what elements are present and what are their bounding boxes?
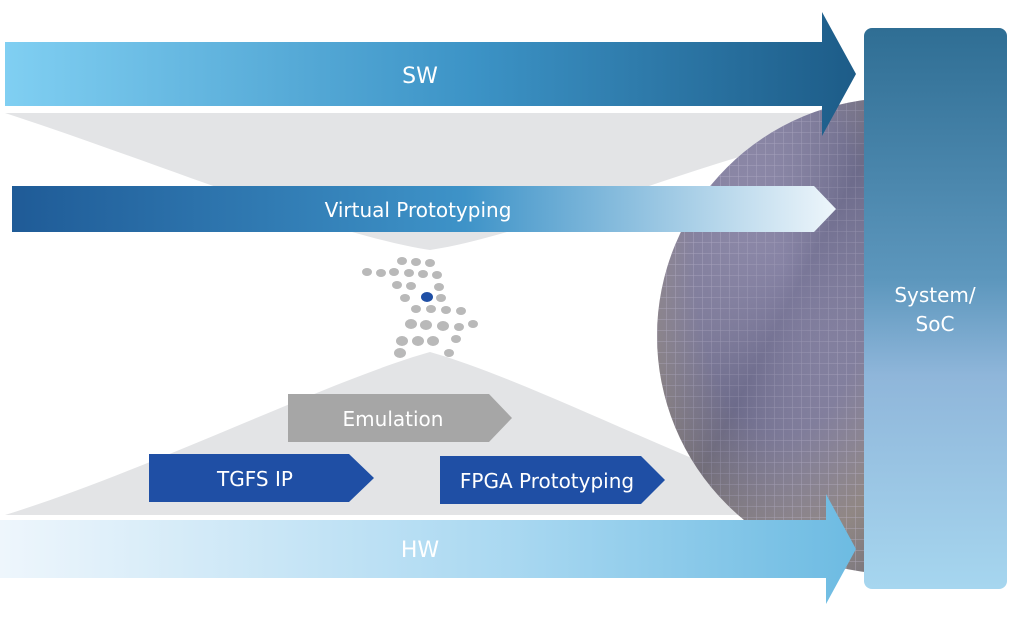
- upper-funnel: [5, 113, 840, 250]
- emulation-arrow: Emulation: [288, 394, 512, 442]
- virtual-prototyping-arrow: Virtual Prototyping: [12, 186, 836, 232]
- fpga-prototyping-label: FPGA Prototyping: [460, 469, 634, 493]
- highlight-dot: [421, 292, 433, 302]
- hw-label: HW: [401, 538, 440, 563]
- system-soc-label-line1: System/: [894, 283, 976, 307]
- dot-cluster-icon: [362, 257, 478, 358]
- tgfs-ip-label: TGFS IP: [216, 467, 293, 491]
- tgfs-ip-arrow: TGFS IP: [149, 454, 374, 502]
- sw-arrow: SW: [5, 12, 856, 136]
- hw-arrow: HW: [0, 494, 856, 604]
- sw-label: SW: [402, 64, 438, 89]
- system-soc-label-line2: SoC: [916, 312, 955, 336]
- emulation-label: Emulation: [343, 407, 444, 431]
- fpga-prototyping-arrow: FPGA Prototyping: [440, 456, 665, 504]
- virtual-prototyping-label: Virtual Prototyping: [325, 198, 512, 222]
- system-soc-box: System/ SoC: [864, 28, 1007, 589]
